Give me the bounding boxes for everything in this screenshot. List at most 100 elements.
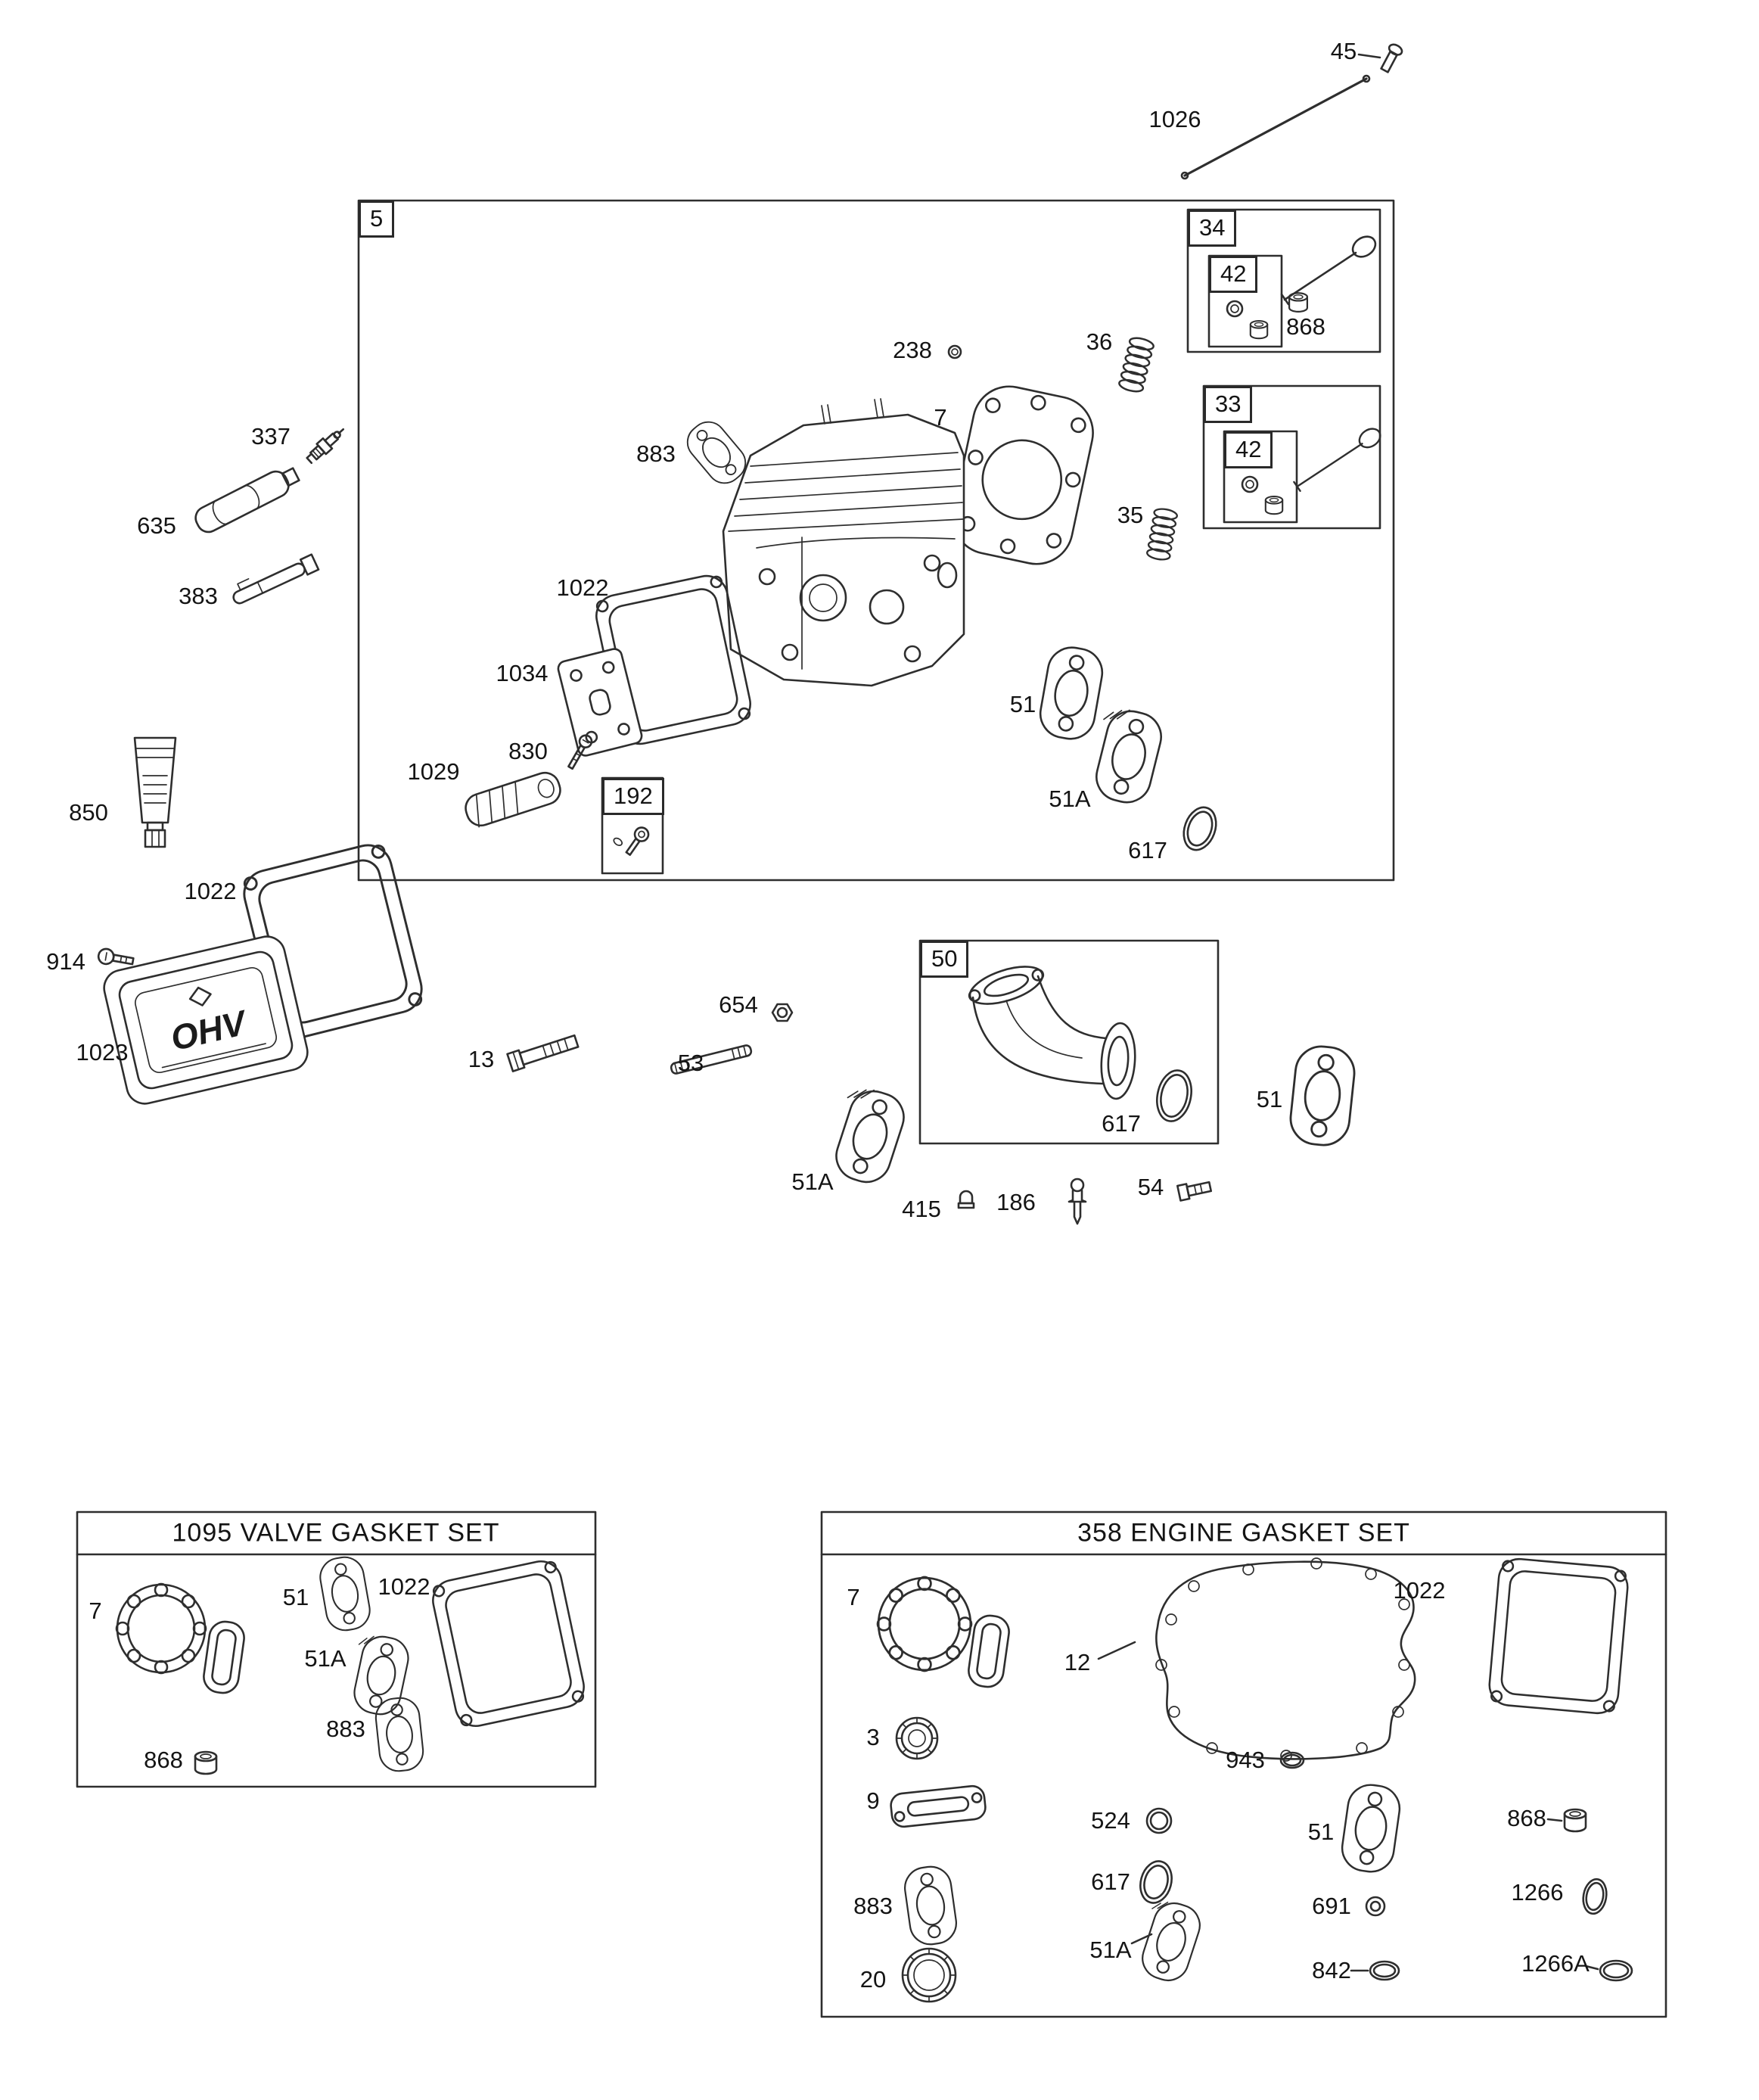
callout-337: 337 bbox=[251, 423, 291, 450]
callout-868-a: 868 bbox=[1286, 313, 1325, 340]
part-186-breather-valve bbox=[1068, 1178, 1087, 1225]
callout-53: 53 bbox=[677, 1050, 704, 1076]
leader-lines bbox=[1097, 53, 1599, 1972]
group-box-label-33: 33 bbox=[1204, 386, 1253, 423]
part-51-gasket-b bbox=[1287, 1043, 1358, 1149]
callout-186: 186 bbox=[996, 1189, 1036, 1215]
callout-13: 13 bbox=[468, 1046, 495, 1072]
set1095-7-head-gasket bbox=[115, 1582, 207, 1675]
group-box-label-42b: 42 bbox=[1224, 431, 1273, 468]
callout-51-c: 51 bbox=[282, 1584, 309, 1610]
set358-617-oring bbox=[1139, 1860, 1173, 1904]
valve-gasket-set-title: 1095 VALVE GASKET SET bbox=[172, 1518, 500, 1548]
part-830-screw bbox=[567, 734, 593, 770]
part-635-spark-plug-boot bbox=[194, 467, 300, 534]
part-42-seal-cup-a bbox=[1249, 319, 1269, 340]
callout-635: 635 bbox=[137, 512, 176, 539]
set358-3-oil-seal bbox=[895, 1716, 939, 1760]
part-1023-valve-cover: OHV bbox=[103, 935, 309, 1105]
callout-842: 842 bbox=[1312, 1957, 1351, 1983]
part-42-seal-ring-b bbox=[1241, 475, 1259, 493]
part-45-pin bbox=[1380, 43, 1403, 73]
callout-35: 35 bbox=[1117, 502, 1144, 528]
callout-51-b: 51 bbox=[1256, 1086, 1283, 1112]
callout-691: 691 bbox=[1312, 1893, 1351, 1919]
callout-51-d: 51 bbox=[1307, 1818, 1335, 1845]
set358-9-breather-gasket bbox=[890, 1784, 987, 1828]
part-1034-plate bbox=[557, 648, 643, 757]
callout-868-c: 868 bbox=[1507, 1805, 1546, 1831]
callout-883-b: 883 bbox=[326, 1716, 365, 1742]
set358-868-seal bbox=[1563, 1808, 1587, 1833]
callout-7-a: 7 bbox=[934, 404, 947, 431]
callout-36: 36 bbox=[1086, 328, 1113, 355]
part-654-nut bbox=[771, 1003, 794, 1022]
part-51A-gasket-b bbox=[828, 1084, 912, 1190]
part-51-gasket-a bbox=[1035, 642, 1108, 744]
callout-7-b: 7 bbox=[89, 1598, 102, 1624]
cylinder-head bbox=[722, 398, 965, 687]
set358-691-ring bbox=[1365, 1896, 1386, 1917]
set1095-51A-gasket bbox=[350, 1632, 413, 1719]
callout-51-a: 51 bbox=[1009, 691, 1036, 717]
callout-850: 850 bbox=[69, 799, 108, 826]
callout-914: 914 bbox=[46, 948, 85, 975]
callout-883-c: 883 bbox=[853, 1893, 893, 1919]
callout-1023: 1023 bbox=[76, 1039, 129, 1066]
part-617-oring-b bbox=[1156, 1069, 1192, 1122]
callout-9: 9 bbox=[866, 1787, 880, 1814]
part-50-intake-elbow bbox=[968, 966, 1136, 1100]
set358-20-oil-seal bbox=[901, 1947, 957, 2003]
set358-51-gasket bbox=[1338, 1781, 1404, 1876]
set358-12-crankcase-gasket bbox=[1155, 1557, 1416, 1762]
callout-617-c: 617 bbox=[1091, 1868, 1130, 1895]
part-1026-push-rod bbox=[1180, 74, 1371, 180]
set358-1022-gasket bbox=[1487, 1556, 1630, 1716]
part-51A-gasket-a bbox=[1090, 705, 1167, 809]
callout-1029: 1029 bbox=[407, 758, 460, 785]
callout-617-a: 617 bbox=[1128, 837, 1167, 863]
set1095-883-gasket bbox=[373, 1695, 426, 1774]
callout-617-b: 617 bbox=[1102, 1110, 1141, 1137]
part-337-spark-plug bbox=[306, 428, 345, 465]
callout-524: 524 bbox=[1091, 1807, 1130, 1834]
set358-943-oring bbox=[1279, 1751, 1305, 1769]
callout-830: 830 bbox=[508, 738, 548, 764]
part-415-plug bbox=[957, 1190, 975, 1209]
callout-45: 45 bbox=[1330, 38, 1357, 64]
callout-415: 415 bbox=[902, 1196, 941, 1222]
callout-654: 654 bbox=[719, 991, 758, 1018]
callout-20: 20 bbox=[859, 1966, 887, 1993]
callout-12: 12 bbox=[1064, 1649, 1091, 1675]
group-box-label-42a: 42 bbox=[1209, 256, 1258, 293]
group-box-frames bbox=[76, 199, 1667, 2018]
callout-3: 3 bbox=[866, 1724, 880, 1750]
set1095-7-oval-gasket bbox=[200, 1618, 247, 1697]
set1095-1022-gasket bbox=[427, 1556, 589, 1731]
group-box-label-5: 5 bbox=[359, 201, 395, 238]
set358-1266A-oring bbox=[1599, 1959, 1633, 1982]
callout-943: 943 bbox=[1226, 1747, 1265, 1773]
group-box-label-50: 50 bbox=[920, 941, 969, 978]
part-36-valve-spring bbox=[1117, 334, 1156, 395]
part-192-screw bbox=[613, 826, 650, 856]
callout-238: 238 bbox=[893, 337, 932, 363]
part-383-terminal-tube bbox=[232, 553, 320, 605]
set358-883-gasket bbox=[901, 1863, 960, 1948]
callout-883-a: 883 bbox=[636, 440, 676, 467]
callout-1266: 1266 bbox=[1511, 1879, 1564, 1906]
part-238-plug bbox=[947, 344, 962, 359]
callout-51A-a: 51A bbox=[1049, 786, 1091, 812]
callout-51A-b: 51A bbox=[791, 1168, 834, 1195]
part-54-bolt bbox=[1176, 1181, 1213, 1202]
callout-1022-c: 1022 bbox=[378, 1573, 430, 1600]
set358-51A-gasket bbox=[1136, 1896, 1206, 1987]
part-42-seal-ring-a bbox=[1226, 300, 1244, 318]
part-42-seal-cup-b bbox=[1264, 495, 1284, 515]
engine-gasket-set-title: 358 ENGINE GASKET SET bbox=[1077, 1518, 1410, 1548]
part-7-head-gasket bbox=[952, 385, 1094, 565]
callout-1022-a: 1022 bbox=[556, 574, 609, 601]
callout-54: 54 bbox=[1137, 1174, 1164, 1200]
